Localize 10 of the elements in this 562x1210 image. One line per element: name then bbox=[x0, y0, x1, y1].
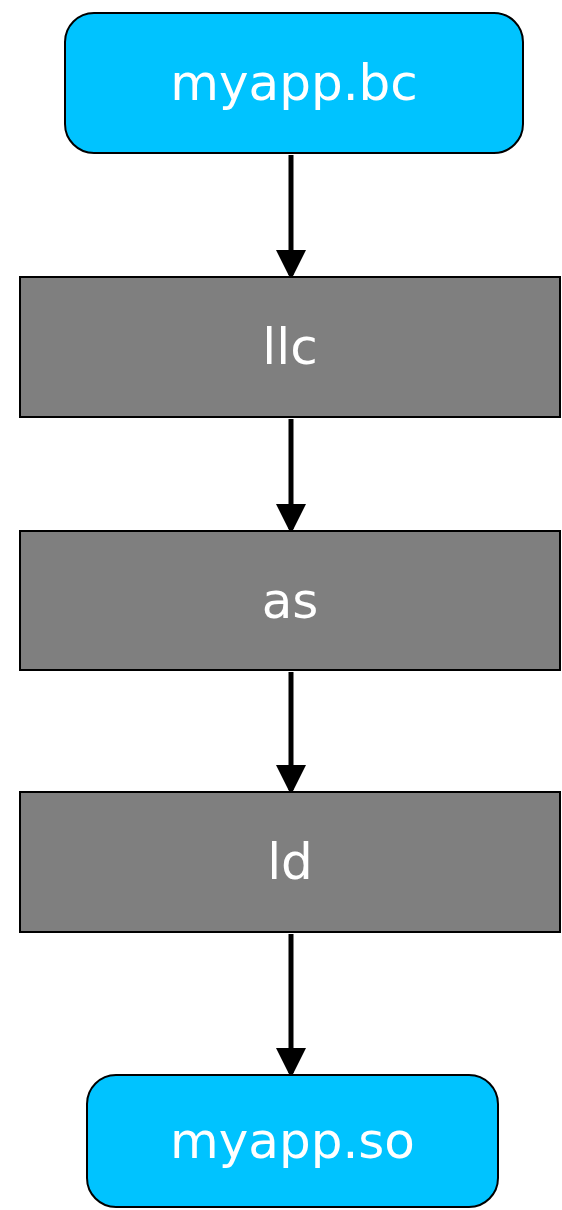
process-box bbox=[19, 791, 561, 933]
node-label: ld bbox=[267, 833, 313, 891]
node-label: as bbox=[261, 571, 319, 630]
node-label: myapp.so bbox=[170, 1112, 415, 1170]
node-label: llc bbox=[262, 318, 318, 376]
process-box bbox=[19, 530, 561, 671]
terminal-box bbox=[86, 1074, 499, 1208]
process-box bbox=[19, 276, 561, 418]
terminal-box bbox=[64, 12, 524, 154]
node-label: myapp.bc bbox=[170, 54, 418, 112]
